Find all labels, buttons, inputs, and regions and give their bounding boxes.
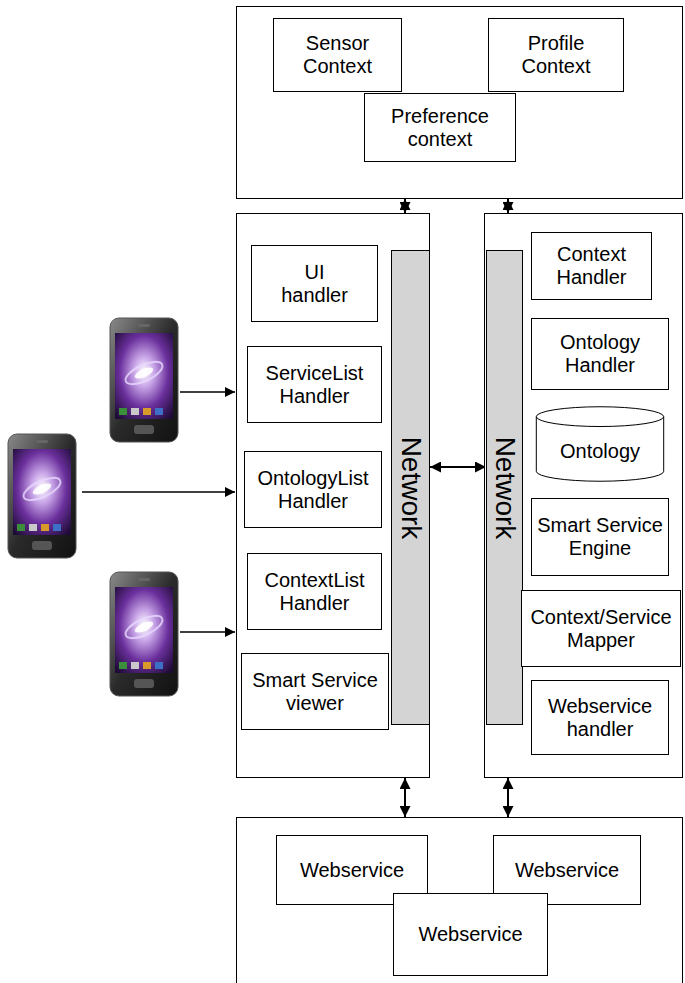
network-bar: Network [391, 250, 430, 725]
component-label: Webservice [416, 923, 524, 946]
component-label: ServiceList Handler [248, 362, 381, 408]
component-label: Webservice [298, 859, 406, 882]
component-label: OntologyList Handler [245, 467, 381, 513]
connector-arrow [507, 199, 509, 213]
group-box: WebserviceWebserviceWebservice [236, 817, 683, 983]
group-box: Sensor Context Profile ContextPreference … [236, 6, 683, 199]
component-label: Smart Service viewer [246, 669, 384, 715]
component-box: Smart Service viewer [241, 653, 389, 730]
component-label: Context Handler [532, 243, 651, 289]
component-box: Preference context [364, 93, 516, 162]
connector-arrow [404, 778, 406, 817]
component-box: OntologyList Handler [244, 451, 382, 528]
component-label: Sensor Context [274, 32, 401, 78]
connector-arrow [404, 199, 406, 213]
component-box: Context Handler [531, 232, 652, 300]
component-box: Webservice handler [531, 680, 669, 755]
group-box: UI handlerServiceList HandlerOntologyLis… [236, 213, 430, 778]
component-box: ServiceList Handler [247, 346, 382, 423]
connector-arrow [507, 778, 509, 817]
component-box: Ontology Handler [531, 318, 669, 390]
network-bar: Network [486, 250, 523, 725]
component-label: Ontology Handler [532, 331, 668, 377]
component-label: Smart Service Engine [532, 514, 668, 560]
component-label: UI handler [273, 261, 357, 307]
component-box: ContextList Handler [247, 553, 382, 630]
component-label: Context/Service Mapper [525, 606, 677, 652]
component-label: ContextList Handler [248, 569, 381, 615]
component-label: Profile Context [489, 32, 623, 78]
group-box: Network Context HandlerOntology HandlerOn… [484, 213, 683, 778]
component-label: Preference context [365, 105, 515, 151]
component-box: Webservice [393, 893, 548, 976]
component-label: Webservice handler [532, 695, 668, 741]
network-label: Network [491, 436, 519, 539]
component-box: UI handler [251, 245, 378, 322]
component-label: Ontology [558, 440, 642, 463]
component-box: Context/Service Mapper [521, 590, 681, 667]
component-label: Webservice [513, 859, 621, 882]
component-box: Profile Context [488, 18, 624, 92]
database-cylinder: Ontology [535, 406, 665, 482]
component-box: Sensor Context [273, 18, 402, 92]
component-box: Smart Service Engine [531, 498, 669, 576]
connector-arrow [430, 466, 486, 468]
network-label: Network [397, 436, 425, 539]
